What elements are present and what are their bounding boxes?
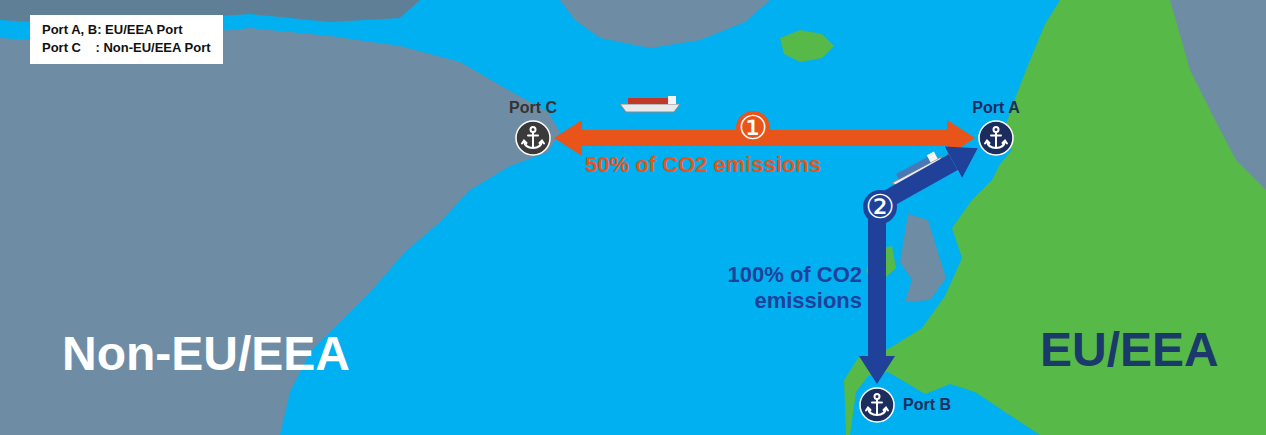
region-name: Non-EU/EEA	[62, 326, 350, 381]
callout-number: ②	[863, 190, 897, 224]
iceland-land	[780, 30, 834, 62]
region-name: EU/EEA	[1040, 322, 1219, 377]
anchor-symbol	[866, 394, 888, 415]
key-box: Port A, B: EU/EEA PortPort C : Non-EU/EE…	[30, 15, 223, 64]
russia-land	[1170, 0, 1266, 190]
port-node: Port B	[859, 387, 895, 423]
anchor-disc	[860, 388, 894, 422]
key-line: Port A, B: EU/EEA Port	[42, 21, 211, 39]
ship-icon	[620, 96, 680, 112]
port-node: Port A	[978, 120, 1014, 156]
port-name: Port A	[972, 99, 1019, 117]
port-node: Port C	[515, 120, 551, 156]
anchor-icon	[978, 120, 1014, 156]
emission-arrow	[877, 162, 953, 356]
port-name: Port B	[903, 396, 951, 414]
uk-land	[900, 214, 946, 302]
anchor-symbol	[522, 127, 544, 148]
north-america-land	[0, 28, 560, 435]
key-line: Port C : Non-EU/EEA Port	[42, 39, 211, 57]
anchor-disc	[516, 121, 550, 155]
anchor-icon	[515, 120, 551, 156]
port-name: Port C	[509, 99, 557, 117]
emission-share-label: 50% of CO2 emissions	[585, 152, 821, 178]
emission-share-label: 100% of CO2 emissions	[700, 262, 862, 314]
callout-number: ①	[736, 111, 770, 145]
anchor-disc	[979, 121, 1013, 155]
greenland-land	[560, 0, 770, 48]
europe-land	[844, 0, 1266, 435]
anchor-icon	[859, 387, 895, 423]
anchor-symbol	[985, 127, 1007, 148]
